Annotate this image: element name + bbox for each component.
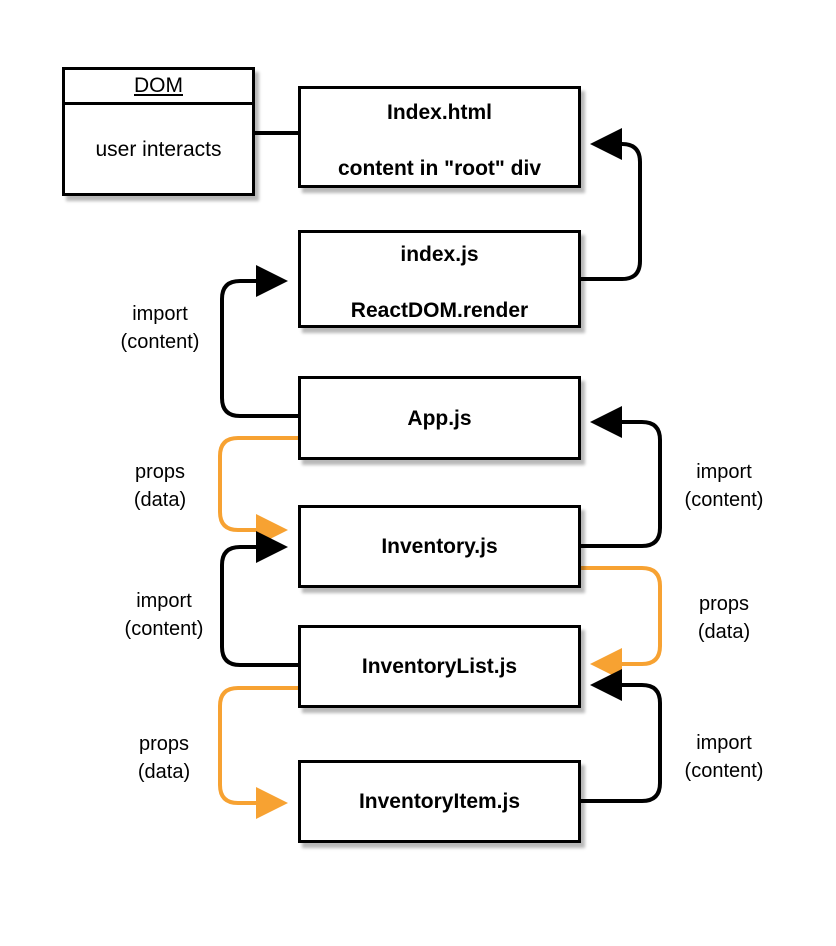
app-to-inventory-props-arrow [218, 436, 300, 546]
index-js-title: index.js [400, 243, 479, 266]
import-content-label: import (content) [104, 587, 224, 643]
content-label-line: (content) [684, 489, 764, 511]
index-js-subtitle: ReactDOM.render [350, 299, 529, 322]
inventory-js-label: Inventory.js [381, 535, 498, 558]
inventory-item-js-label: InventoryItem.js [358, 790, 521, 813]
inventory-item-js-box: InventoryItem.js [298, 760, 581, 843]
import-label-line: import [696, 461, 752, 483]
dom-body-text: user interacts [95, 138, 222, 161]
data-label-line: (data) [697, 621, 751, 643]
content-label-line: (content) [684, 760, 764, 782]
props-label-line: props [698, 593, 750, 615]
inventory-to-app-arrow [580, 406, 662, 548]
inventory-list-js-box: InventoryList.js [298, 625, 581, 708]
props-label-line: props [134, 461, 186, 483]
props-data-label: props (data) [664, 590, 784, 646]
index-html-title: Index.html [386, 101, 492, 124]
inventory-item-to-inventory-list-arrow [580, 669, 662, 803]
props-data-label: props (data) [104, 730, 224, 786]
inventory-list-to-inventory-arrow [220, 531, 300, 667]
content-label-line: (content) [120, 331, 200, 353]
dom-title: DOM [65, 70, 252, 105]
inventory-to-inventory-list-props-arrow [580, 566, 662, 680]
inventory-list-js-label: InventoryList.js [361, 655, 518, 678]
import-label-line: import [696, 732, 752, 754]
data-label-line: (data) [133, 489, 187, 511]
import-label-line: import [132, 303, 188, 325]
index-html-box: Index.html content in "root" div [298, 86, 581, 188]
import-content-label: import (content) [664, 729, 784, 785]
props-label-line: props [138, 733, 190, 755]
inventory-js-box: Inventory.js [298, 505, 581, 588]
app-to-index-js-arrow [220, 265, 300, 418]
index-html-subtitle: content in "root" div [337, 157, 542, 180]
index-js-box: index.js ReactDOM.render [298, 230, 581, 328]
props-data-label: props (data) [100, 458, 220, 514]
index-js-to-index-html-arrow [580, 128, 642, 281]
import-content-label: import (content) [100, 300, 220, 356]
app-js-label: App.js [407, 407, 472, 430]
content-label-line: (content) [124, 618, 204, 640]
app-js-box: App.js [298, 376, 581, 460]
inventory-list-to-inventory-item-props-arrow [218, 686, 300, 819]
dom-box: DOM user interacts [62, 67, 255, 196]
import-label-line: import [136, 590, 192, 612]
data-label-line: (data) [137, 761, 191, 783]
import-content-label: import (content) [664, 458, 784, 514]
